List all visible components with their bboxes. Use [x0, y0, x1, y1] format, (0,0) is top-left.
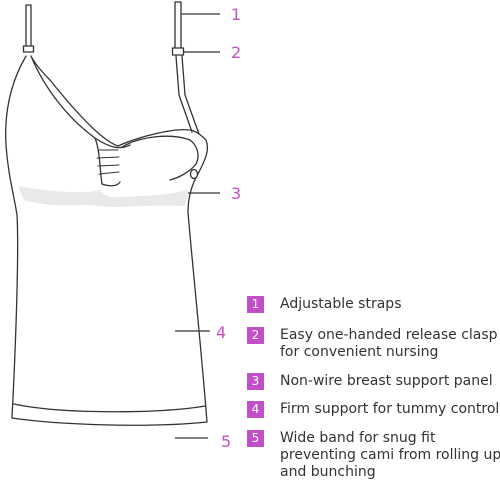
legend-text: Easy one-handed release clasp for conven…	[280, 327, 498, 360]
callout-number-5: 5	[221, 432, 232, 451]
callout-number-2: 2	[231, 43, 242, 62]
callout-number-4: 4	[216, 323, 227, 342]
hem-band	[13, 403, 206, 413]
left-strap-slider	[22, 45, 35, 53]
legend-badge: 5	[247, 430, 264, 447]
cami-body	[5, 55, 209, 426]
legend-badge: 1	[247, 296, 264, 313]
support-panel	[18, 186, 188, 207]
legend-badge: 4	[247, 401, 264, 418]
right-strap	[174, 1, 182, 51]
clasp	[189, 168, 199, 180]
callout-number-1: 1	[231, 5, 242, 24]
legend-badge: 3	[247, 373, 264, 390]
legend-badge: 2	[247, 327, 264, 344]
right-strap-slider	[171, 47, 185, 56]
legend-text: Adjustable straps	[280, 296, 402, 312]
legend-text: Firm support for tummy control	[280, 401, 500, 417]
center-gather	[94, 137, 131, 187]
left-strap	[25, 4, 32, 53]
legend-text: Wide band for snug fit preventing cami f…	[280, 430, 500, 480]
legend-text: Non-wire breast support panel	[280, 373, 493, 389]
callout-number-3: 3	[231, 184, 242, 203]
